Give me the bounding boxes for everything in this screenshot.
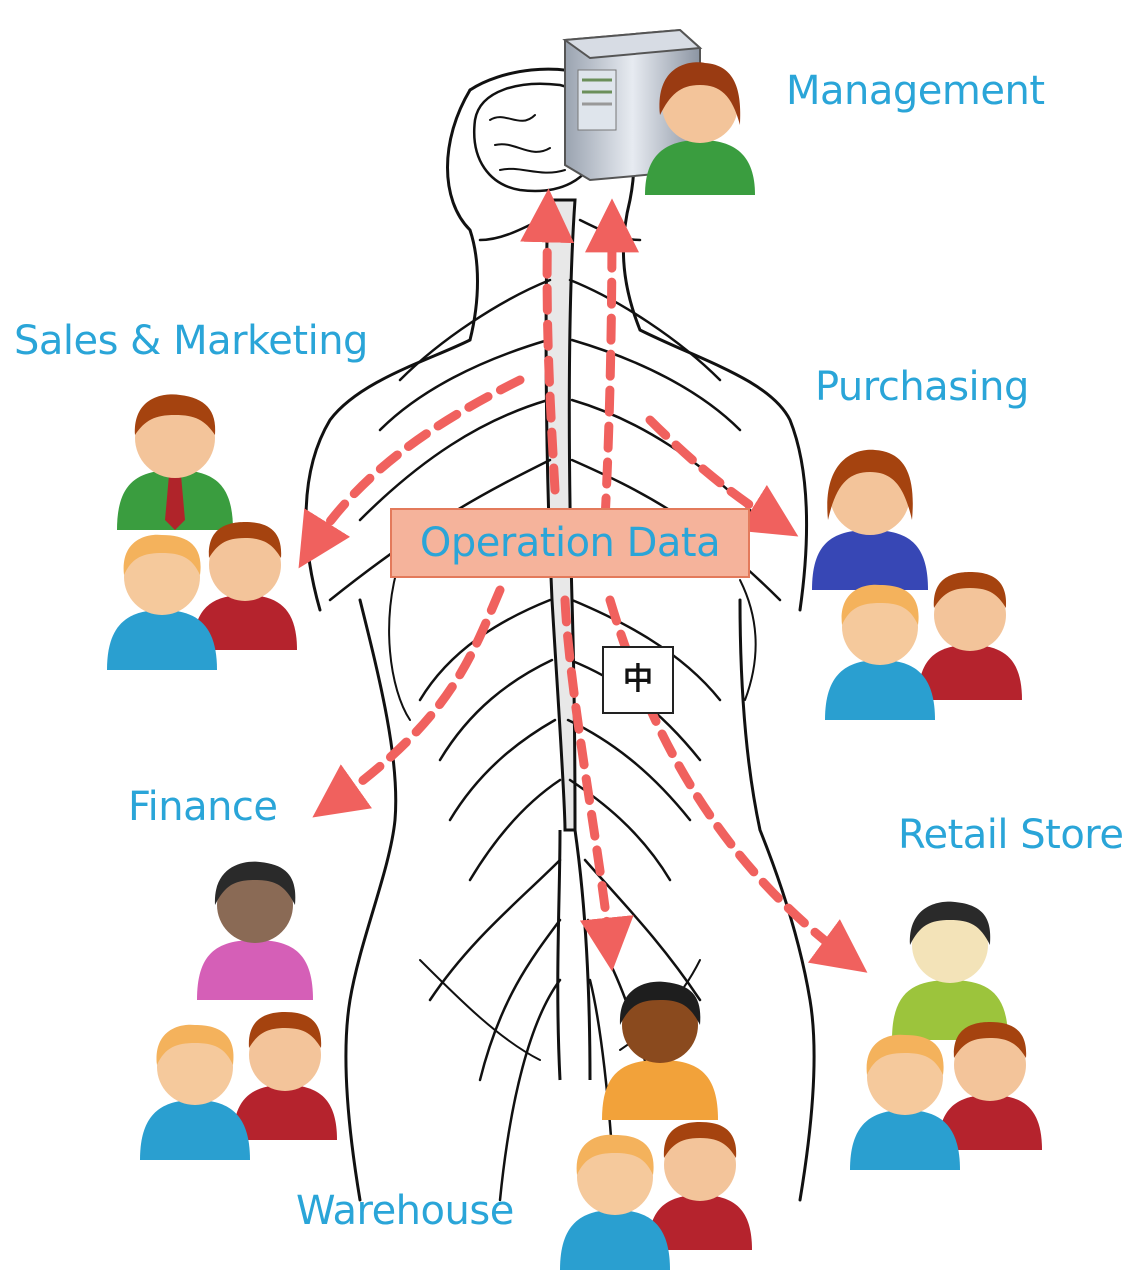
chinese-char-box: 中 [602, 646, 674, 714]
sales-marketing-group-icon [107, 394, 297, 670]
management-person-icon [645, 62, 755, 195]
warehouse-group-icon [560, 981, 752, 1270]
data-flow-arrows [298, 188, 868, 973]
operation-data-label: Operation Data [419, 520, 721, 566]
label-purchasing: Purchasing [815, 364, 1029, 410]
label-sales-marketing: Sales & Marketing [14, 318, 368, 364]
server-icon [562, 28, 703, 182]
purchasing-group-icon [812, 449, 1022, 720]
chinese-char-label: 中 [623, 662, 653, 697]
retail-store-group-icon [850, 901, 1042, 1170]
operation-data-box: Operation Data [390, 508, 750, 578]
label-finance: Finance [128, 784, 278, 830]
label-retail-store: Retail Store [898, 812, 1124, 858]
label-warehouse: Warehouse [296, 1188, 514, 1234]
label-management: Management [786, 68, 1045, 114]
finance-group-icon [140, 861, 337, 1160]
